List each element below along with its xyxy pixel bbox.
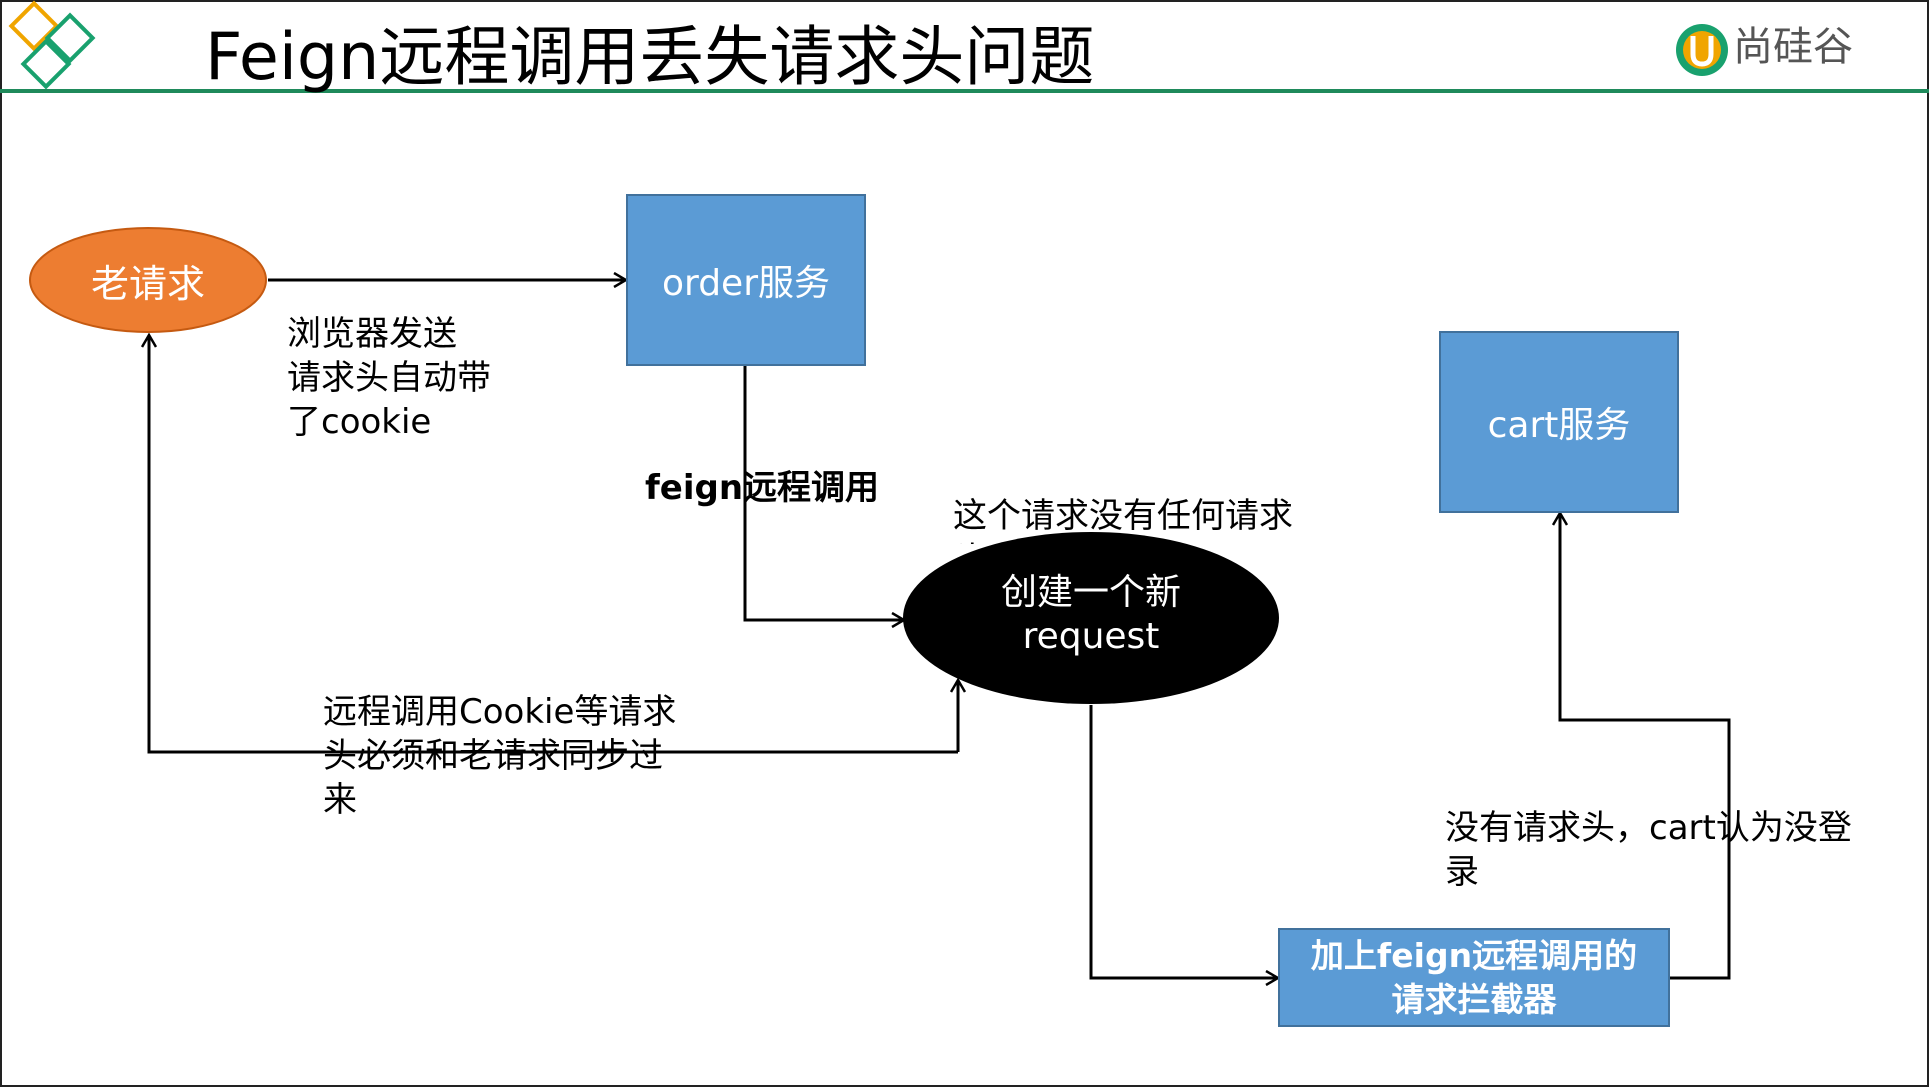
browser-cookie-note: 浏览器发送 请求头自动带 了cookie xyxy=(287,314,491,442)
order-service-label: order服务 xyxy=(662,263,830,304)
cart-service-node xyxy=(1439,331,1679,513)
interceptor-node xyxy=(1278,928,1670,1027)
new-request-node xyxy=(903,532,1279,704)
arrow-new-request-to-interceptor xyxy=(1089,705,1278,978)
logo-diamonds-icon xyxy=(8,0,96,90)
new-request-label: 创建一个新 request xyxy=(1000,572,1181,657)
old-request-node xyxy=(29,227,267,333)
cart-service-label: cart服务 xyxy=(1487,405,1631,446)
arrow-sync-to-old-request xyxy=(149,335,958,754)
order-service-node xyxy=(626,194,866,366)
arrow-interceptor-to-cart xyxy=(1560,513,1731,980)
page-title: Feign远程调用丢失请求头问题 xyxy=(205,20,1095,95)
feign-call-label: feign远程调用 xyxy=(645,468,880,508)
not-logged-in-note: 没有请求头，cart认为没登 录 xyxy=(1445,808,1852,892)
brand-logo-icon xyxy=(1676,24,1728,76)
arrow-order-to-new-request xyxy=(743,365,904,620)
sync-cookie-note: 远程调用Cookie等请求 头必须和老请求同步过 来 xyxy=(323,692,677,820)
interceptor-label: 加上feign远程调用的 请求拦截器 xyxy=(1310,935,1638,1019)
no-headers-note: 这个请求没有任何请求 头 xyxy=(953,496,1293,544)
old-request-label: 老请求 xyxy=(90,261,205,306)
brand-name: 尚硅谷 xyxy=(1733,24,1853,70)
